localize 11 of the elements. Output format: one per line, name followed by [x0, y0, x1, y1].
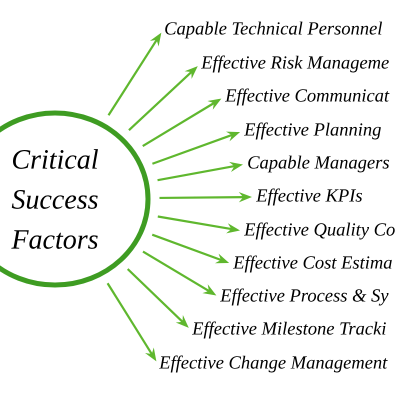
label-text: Effective Planning — [244, 122, 381, 140]
label-text: Effective KPIs — [256, 188, 362, 206]
label-text: Effective Risk Manageme — [200, 56, 389, 72]
label-text: Effective Milestone Tracki — [192, 322, 386, 338]
label-text: Effective Quality Co — [244, 222, 395, 240]
label-text: Effective Change Management — [158, 356, 388, 372]
label-text: Effective Cost Estima — [232, 256, 392, 272]
label-text: Capable Managers — [248, 156, 389, 172]
label-text: Capable Technical Personnel — [165, 22, 382, 38]
label-text: Effective Communicat — [224, 88, 390, 106]
label-text: Effective Process & Sy — [220, 288, 389, 306]
